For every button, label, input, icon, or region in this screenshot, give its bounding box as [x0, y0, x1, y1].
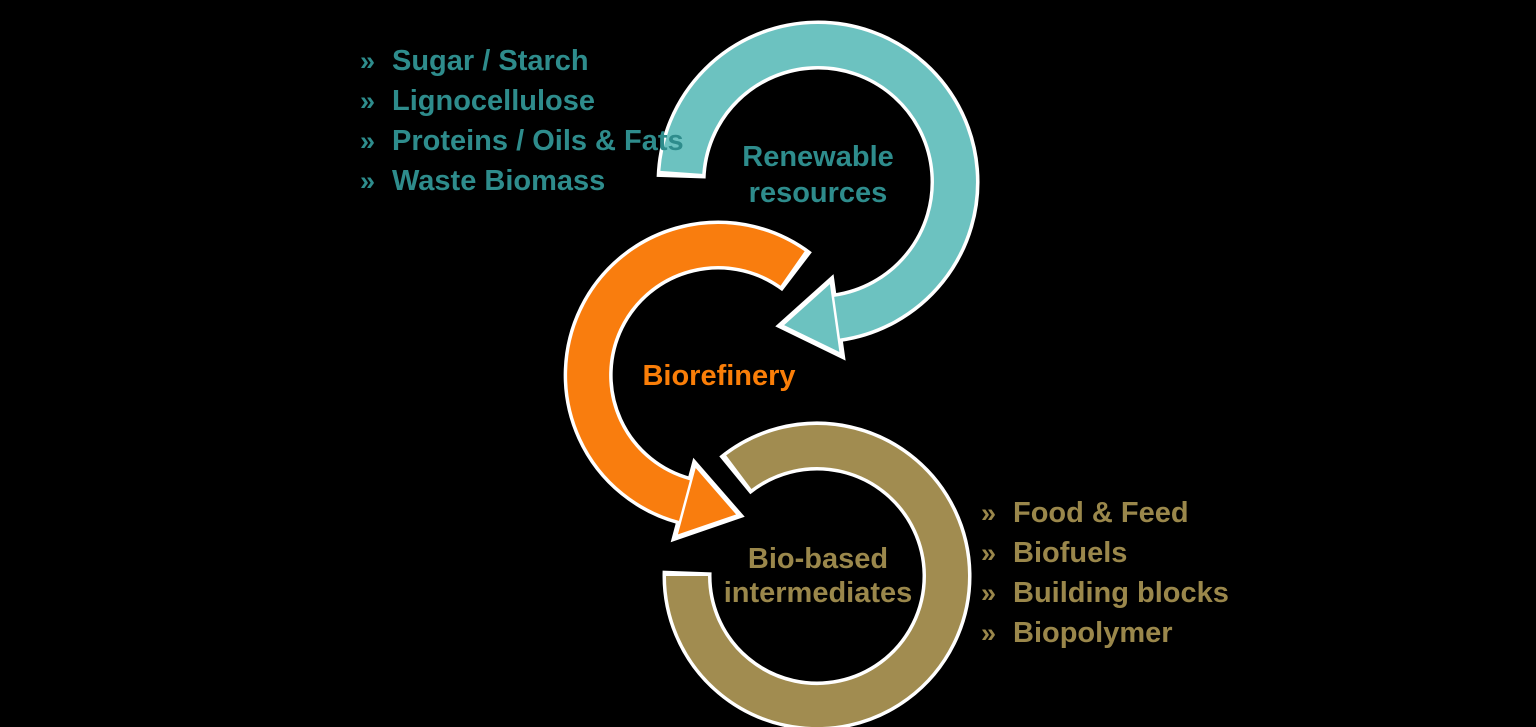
biorefinery-label-text: Biorefinery — [642, 360, 796, 392]
biobased-arc — [666, 425, 968, 727]
list-item: » Biofuels — [981, 533, 1229, 573]
renewable-label-line1: Renewable — [742, 141, 894, 173]
renewable-cycle-arrow — [656, 20, 980, 361]
biorefinery-label: Biorefinery — [559, 359, 879, 394]
chevron-bullet-icon: » — [360, 46, 376, 76]
list-item: » Lignocellulose — [360, 81, 684, 121]
biorefinery-arc — [567, 224, 805, 521]
list-item: » Sugar / Starch — [360, 41, 684, 81]
renewable-arrowhead — [775, 274, 846, 361]
biobased-label-line2: intermediates — [723, 577, 913, 609]
list-item: » Food & Feed — [981, 493, 1229, 533]
renewable-label-line2: resources — [748, 177, 888, 209]
list-item-label: Food & Feed — [1013, 497, 1189, 529]
biobased-cycle-ring — [662, 421, 972, 727]
biobased-label-line1: Bio-based — [747, 543, 889, 575]
biorefinery-cycle-arrow — [563, 220, 812, 543]
renewable-arc — [660, 24, 976, 339]
renewable-inputs-list: » Sugar / Starch » Lignocellulose » Prot… — [360, 41, 684, 201]
chevron-bullet-icon: » — [360, 126, 376, 156]
chevron-bullet-icon: » — [360, 86, 376, 116]
list-item: » Waste Biomass — [360, 161, 684, 201]
list-item-label: Biopolymer — [1013, 617, 1173, 649]
list-item: » Proteins / Oils & Fats — [360, 121, 684, 161]
chevron-bullet-icon: » — [981, 538, 997, 568]
list-item-label: Sugar / Starch — [392, 45, 589, 77]
chevron-bullet-icon: » — [981, 578, 997, 608]
renewable-label: Renewable resources — [658, 139, 978, 211]
list-item-label: Biofuels — [1013, 537, 1128, 569]
chevron-bullet-icon: » — [981, 498, 997, 528]
list-item-label: Building blocks — [1013, 577, 1229, 609]
list-item: » Biopolymer — [981, 613, 1229, 653]
list-item-label: Waste Biomass — [392, 165, 606, 197]
chevron-bullet-icon: » — [981, 618, 997, 648]
biobased-outputs-list: » Food & Feed » Biofuels » Building bloc… — [981, 493, 1229, 653]
biobased-label: Bio-based intermediates — [658, 542, 978, 610]
list-item-label: Proteins / Oils & Fats — [392, 125, 684, 157]
list-item-label: Lignocellulose — [392, 85, 596, 117]
list-item: » Building blocks — [981, 573, 1229, 613]
chevron-bullet-icon: » — [360, 166, 376, 196]
